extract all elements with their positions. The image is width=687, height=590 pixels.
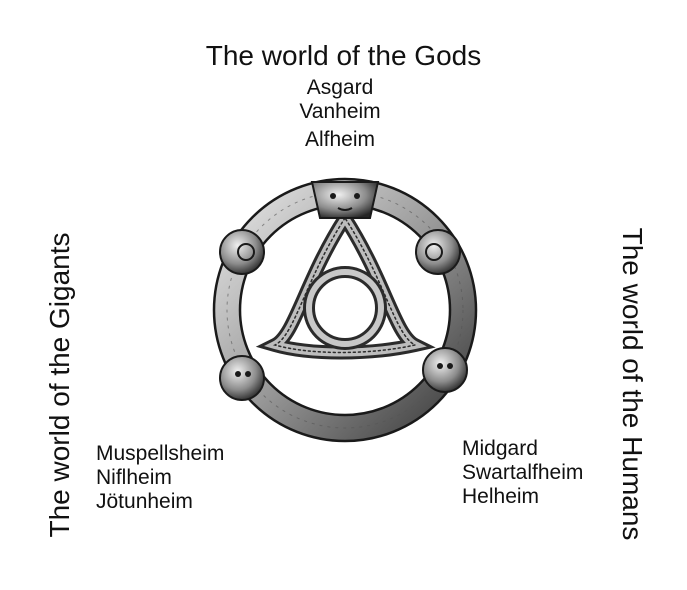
knob-top-face [310, 181, 380, 219]
realm-alfheim: Alfheim [304, 128, 376, 151]
knob-upper-right [415, 229, 461, 275]
realm-niflheim: Niflheim [96, 466, 172, 489]
humans-realm-list: Midgard Swartalfheim Helheim [462, 437, 583, 509]
realm-muspellsheim: Muspellsheim [96, 442, 225, 465]
realm-helheim: Helheim [462, 485, 540, 508]
realm-jotunheim: Jötunheim [96, 490, 193, 513]
triquetra-amulet-drawing [212, 177, 478, 443]
gods-world-title: The world of the Gods [205, 40, 482, 71]
knob-lower-left [219, 355, 265, 401]
realm-swartalfheim: Swartalfheim [462, 461, 584, 484]
humans-world-title: The world of the Humans [617, 227, 648, 541]
gods-realm-list: Asgard Vanheim Alfheim [0, 76, 680, 152]
realm-vanheim: Vanheim [299, 100, 381, 123]
knob-lower-right [422, 347, 468, 393]
realm-asgard: Asgard [306, 76, 374, 99]
gigants-world-title: The world of the Gigants [44, 232, 75, 538]
gigants-realm-list: Muspellsheim Niflheim Jötunheim [96, 442, 224, 514]
knob-upper-left [219, 229, 265, 275]
realm-midgard: Midgard [462, 437, 538, 460]
triquetra-knot [255, 205, 436, 360]
